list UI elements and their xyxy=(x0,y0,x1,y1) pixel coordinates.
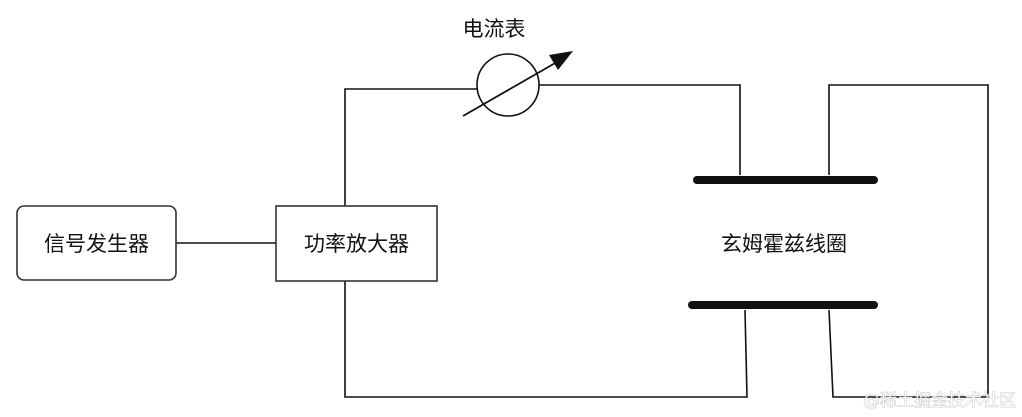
helmholtz-coil-label: 玄姆霍兹线圈 xyxy=(721,232,847,256)
signal-generator-box xyxy=(16,205,177,281)
power-amplifier-block: 功率放大器 xyxy=(275,205,438,282)
signal-generator-block: 信号发生器 xyxy=(16,205,177,281)
ammeter-circle xyxy=(476,53,540,117)
wire-amplifier-to-ammeter xyxy=(344,88,477,206)
ammeter-symbol: 电流表 xyxy=(462,17,573,117)
ammeter-label: 电流表 xyxy=(463,17,526,41)
wire-amplifier-to-coil-bottom xyxy=(344,281,748,398)
helmholtz-coil: 玄姆霍兹线圈 xyxy=(688,176,878,309)
power-amplifier-box xyxy=(275,205,438,282)
ammeter-arrow-head xyxy=(549,51,573,70)
signal-generator-label: 信号发生器 xyxy=(44,232,149,256)
power-amplifier-label: 功率放大器 xyxy=(304,232,409,256)
wire-ammeter-to-coil-top-left xyxy=(539,84,741,175)
wires xyxy=(176,84,989,398)
ammeter-arrow-shaft xyxy=(462,61,558,117)
wire-coil-top-right-outer xyxy=(828,84,989,398)
watermark-text: @稀土掘金技术社区 xyxy=(863,391,1016,411)
